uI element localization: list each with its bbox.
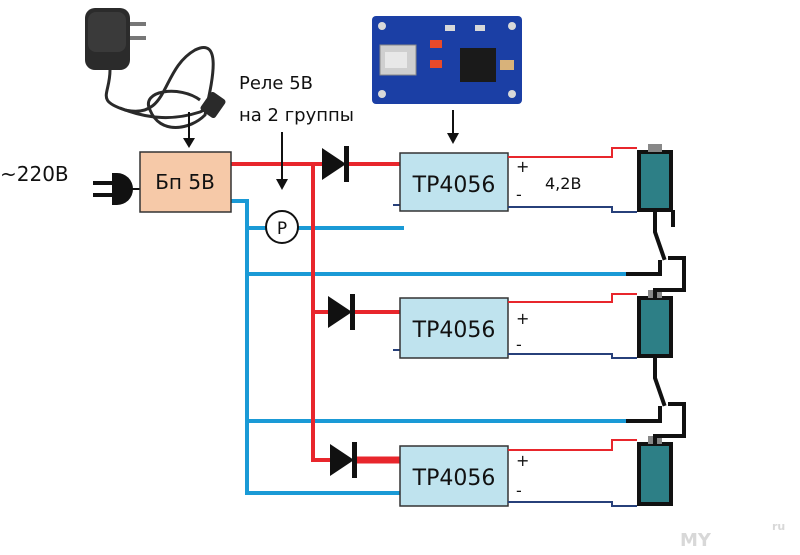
module-2-label: TP4056: [412, 318, 496, 343]
psu-block: [139, 151, 232, 213]
relay-arrowhead: [276, 179, 288, 190]
diode-icon: [328, 294, 355, 330]
module-input-wires: [393, 204, 400, 351]
psu-label: Бп 5В: [155, 170, 215, 194]
board-arrowhead: [447, 133, 459, 144]
module-1-minus: -: [516, 185, 522, 204]
diode-icon: [330, 442, 357, 478]
tp4056-module-1: [399, 152, 509, 212]
diode-icon: [322, 146, 349, 182]
tp4056-board-icon: [372, 16, 522, 104]
module-3-label: TP4056: [412, 466, 496, 491]
module-2-plus: +: [516, 309, 529, 328]
mains-plug-icon: [93, 173, 140, 205]
watermark: MY: [680, 530, 712, 551]
mains-label: ~220В: [0, 162, 69, 186]
wall-charger-icon: [85, 8, 226, 129]
output-wires: [508, 147, 637, 507]
relay-label-line2: на 2 группы: [239, 105, 354, 126]
module-1-label: TP4056: [412, 173, 496, 198]
battery-icon: [637, 436, 673, 506]
battery-icon: [637, 144, 673, 212]
relay-switch-contacts: [626, 210, 686, 444]
module-3-plus: +: [516, 451, 529, 470]
relay-label-line1: Реле 5В: [239, 73, 313, 94]
relay-symbol: [265, 210, 299, 244]
module-3-minus: -: [516, 481, 522, 500]
watermark-small: ru: [772, 520, 785, 533]
relay-symbol-label: Р: [277, 219, 287, 239]
charge-voltage-label: 4,2В: [545, 174, 581, 193]
module-1-plus: +: [516, 157, 529, 176]
negative-bus: [229, 199, 630, 495]
battery-icon: [637, 290, 673, 358]
positive-bus: [229, 162, 404, 464]
charger-arrowhead: [183, 138, 195, 148]
tp4056-module-2: [399, 297, 509, 359]
module-2-minus: -: [516, 335, 522, 354]
tp4056-module-3: [399, 445, 509, 507]
